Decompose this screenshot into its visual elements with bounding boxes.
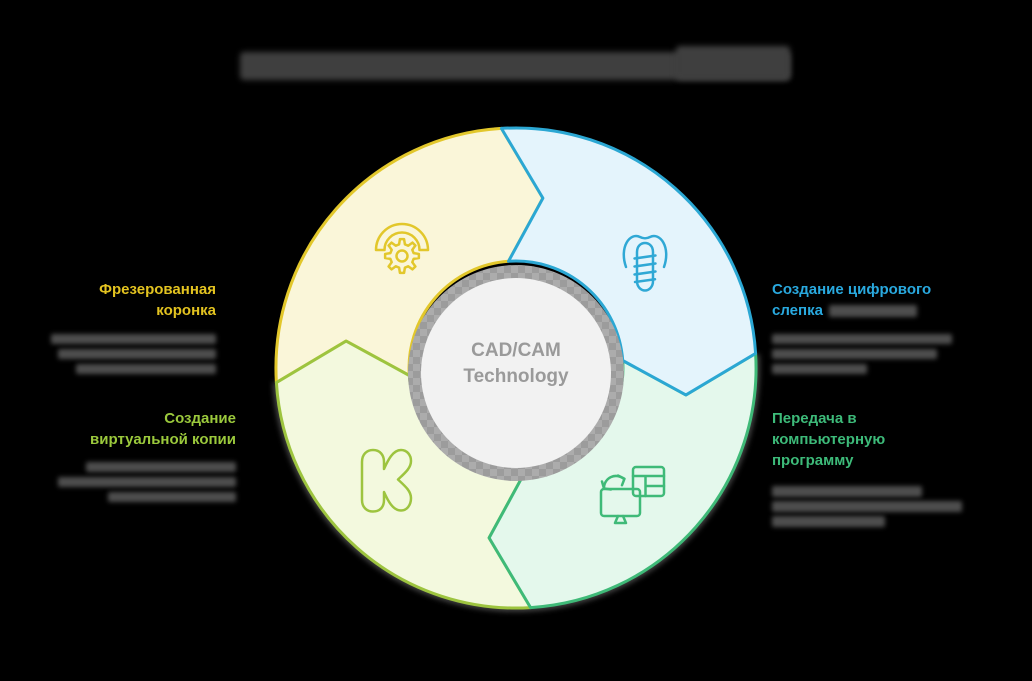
stage-digital-impression: Создание цифрового слепка	[772, 279, 982, 379]
heading-line: Передача в	[772, 410, 857, 427]
stage-virtual-copy-heading: Создание виртуальной копии	[36, 408, 236, 450]
redacted-text-line	[772, 349, 937, 359]
heading-line: Создание цифрового	[772, 281, 932, 298]
redacted-text-line	[108, 492, 236, 502]
center-label-line2: Technology	[463, 366, 569, 387]
segment-digital-impression	[499, 126, 758, 397]
redacted-text-line	[772, 516, 885, 527]
stage-computer-transfer-body-redacted	[772, 486, 982, 527]
milling-machine-icon	[374, 222, 430, 275]
stage-milled-crown-heading: Фрезерованная коронка	[20, 279, 216, 321]
redacted-text-line	[58, 477, 236, 487]
redacted-text-line	[772, 334, 952, 344]
stage-milled-crown-body-redacted	[20, 334, 216, 374]
stage-computer-transfer: Передача в компьютерную программу	[772, 408, 982, 531]
redacted-text-line	[772, 364, 867, 374]
stage-digital-impression-body-redacted	[772, 334, 982, 374]
heading-line: слепка	[772, 300, 982, 321]
stage-computer-transfer-heading: Передача в компьютерную программу	[772, 408, 982, 471]
heading-line-text: слепка	[772, 302, 823, 319]
heading-line: коронка	[156, 302, 216, 319]
dental-implant-icon	[622, 234, 668, 292]
heading-line: виртуальной копии	[90, 431, 236, 448]
letter-k-icon	[360, 448, 413, 513]
segment-milled-crown	[274, 126, 545, 385]
heading-line: Создание	[164, 410, 236, 427]
redacted-text-line	[772, 486, 922, 497]
redacted-text-inline	[828, 305, 917, 318]
redacted-text-line	[772, 501, 962, 512]
stage-milled-crown: Фрезерованная коронка	[20, 279, 216, 379]
heading-line: компьютерную	[772, 431, 886, 448]
monitor-data-transfer-icon	[599, 465, 666, 525]
center-label: CAD/CAM Technology	[416, 338, 616, 390]
stage-virtual-copy-body-redacted	[36, 462, 236, 502]
stage-digital-impression-heading: Создание цифрового слепка	[772, 279, 982, 321]
title-redacted-bar-caps	[676, 46, 790, 80]
center-label-line1: CAD/CAM	[471, 340, 561, 361]
heading-line: программу	[772, 452, 854, 469]
redacted-text-line	[51, 334, 216, 344]
redacted-text-line	[76, 364, 216, 374]
center-disc	[421, 278, 611, 468]
heading-line: Фрезерованная	[99, 281, 216, 298]
redacted-text-line	[58, 349, 216, 359]
redacted-text-line	[86, 462, 236, 472]
stage-virtual-copy: Создание виртуальной копии	[36, 408, 236, 507]
